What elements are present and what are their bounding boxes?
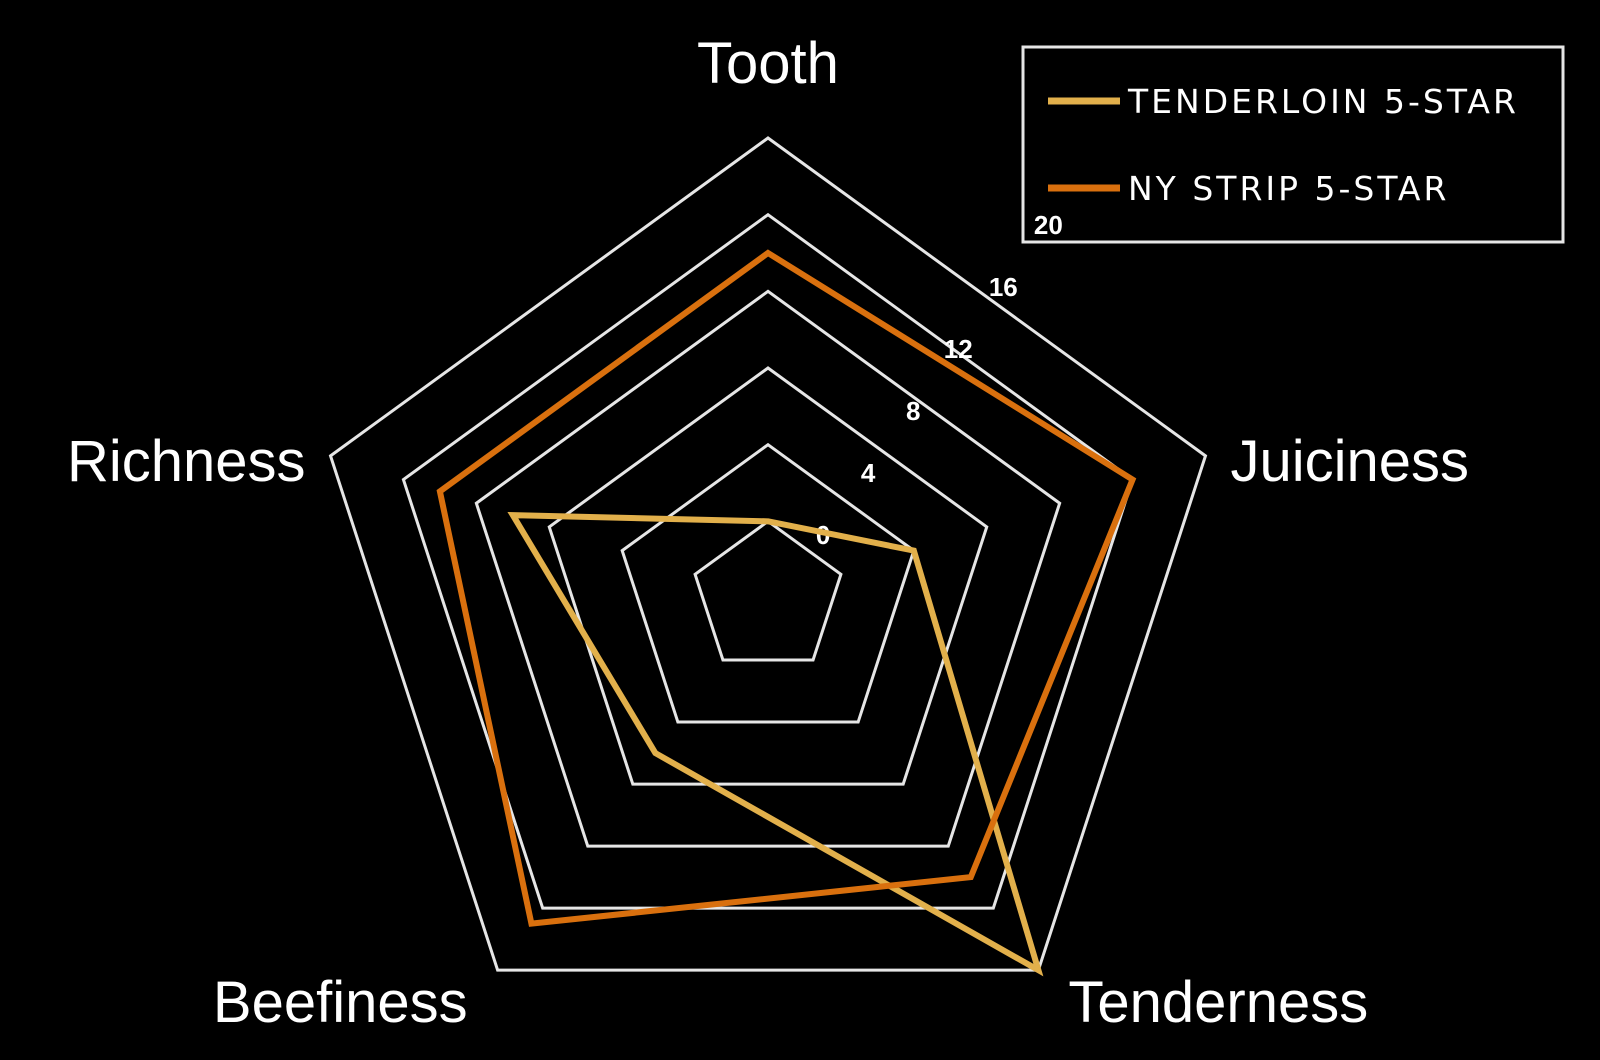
axis-label-tooth: Tooth bbox=[697, 31, 839, 96]
axis-label-tenderness: Tenderness bbox=[1068, 970, 1368, 1035]
grid-ring-4 bbox=[620, 442, 916, 724]
legend-box bbox=[1021, 45, 1565, 244]
grid-ring-16 bbox=[401, 212, 1135, 910]
grid-ring-0 bbox=[693, 519, 843, 662]
series-line-ny-strip-5-star bbox=[436, 249, 1137, 927]
axis-label-juiciness: Juiciness bbox=[1230, 429, 1469, 494]
grid-layer bbox=[328, 136, 1208, 972]
legend-label-tenderloin: TENDERLOIN 5-STAR bbox=[1127, 82, 1519, 121]
grid-ring-12 bbox=[474, 289, 1062, 848]
grid-ring-8 bbox=[547, 366, 989, 786]
series-layer bbox=[436, 249, 1137, 977]
tick-label-12: 12 bbox=[944, 334, 973, 364]
legend-label-ny-strip: NY STRIP 5-STAR bbox=[1128, 169, 1449, 208]
axis-label-richness: Richness bbox=[67, 429, 306, 494]
axis-label-beefiness: Beefiness bbox=[213, 970, 468, 1035]
tick-label-20: 20 bbox=[1034, 210, 1063, 240]
tick-label-8: 8 bbox=[906, 396, 920, 426]
tick-label-16: 16 bbox=[989, 272, 1018, 302]
legend: TENDERLOIN 5-STAR NY STRIP 5-STAR bbox=[1021, 45, 1565, 244]
tick-label-4: 4 bbox=[861, 458, 876, 488]
series-line-tenderloin-5-star bbox=[507, 511, 1044, 977]
grid-ring-20 bbox=[328, 136, 1208, 972]
